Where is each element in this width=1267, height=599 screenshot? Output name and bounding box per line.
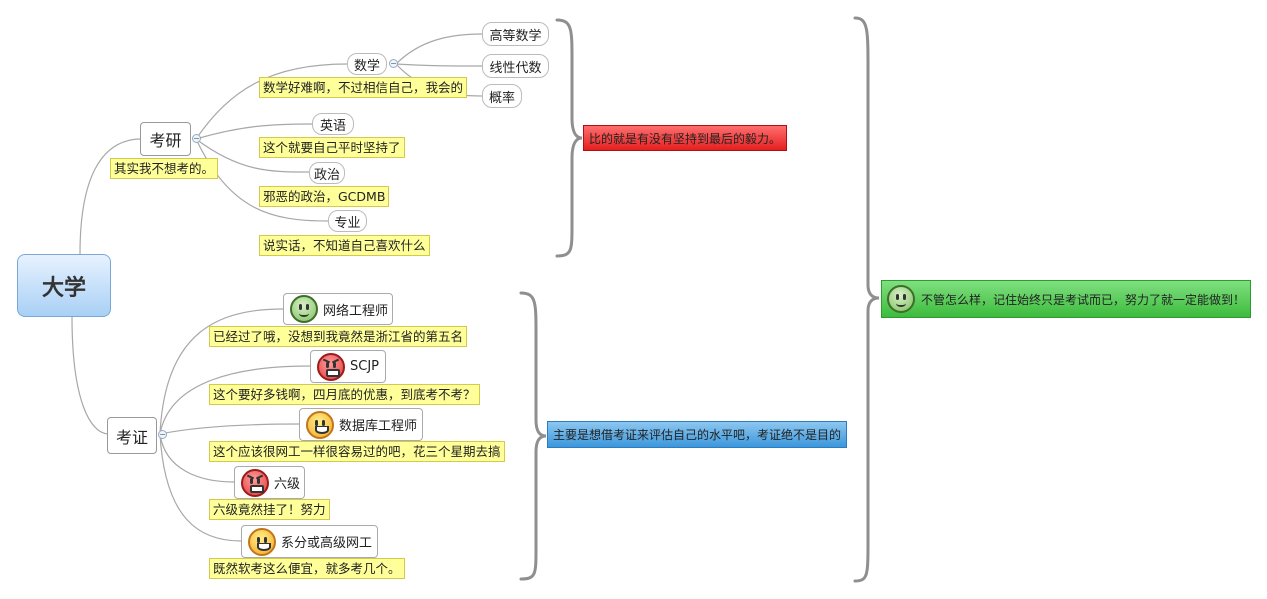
line-kaoyan-math [195,63,348,140]
line-kaozheng-scjp [159,365,311,435]
node-probability[interactable]: 概率 [482,84,522,108]
grin-face-icon [306,410,334,439]
note-english: 这个就要自己平时坚持了 [259,137,405,158]
branch-kaozheng[interactable]: 考证 [107,417,157,454]
node-linear-algebra[interactable]: 线性代数 [482,54,549,78]
node-label: 数据库工程师 [339,419,418,434]
angry-face-icon [317,352,345,381]
node-english[interactable]: 英语 [312,113,354,135]
summary-overall-text: 不管怎么样，记住始终只是考试而已，努力了就一定能做到！ [921,292,1246,307]
smile-face-icon [290,295,318,323]
note-network-engineer: 已经过了哦，没想到我竟然是浙江省的第五名 [209,326,468,347]
line-kaoyan-english [195,123,313,140]
line-kaozheng-db [159,423,300,435]
node-politics[interactable]: 政治 [309,162,345,184]
brace-overall [853,16,880,583]
summary-kaozheng[interactable]: 主要是想借考证来评估自己的水平吧，考证绝不是目的 [547,421,847,448]
node-cet6[interactable]: 六级 [234,466,305,499]
node-advanced-math[interactable]: 高等数学 [482,22,549,46]
collapse-toggle-math[interactable]: − [389,59,398,68]
node-label: SCJP [350,359,380,374]
node-senior-engineer[interactable]: 系分或高级网工 [241,525,378,558]
line-root-kaozheng [71,316,109,435]
line-kaozheng-adv [159,433,242,542]
line-kaozheng-cet6 [159,433,235,483]
note-senior-engineer: 既然软考这么便宜，就多考几个。 [209,558,405,579]
node-label: 系分或高级网工 [281,536,373,551]
brace-kaoyan [555,18,583,258]
collapse-toggle-kaoyan[interactable]: − [192,134,201,143]
node-database-engineer[interactable]: 数据库工程师 [299,408,423,441]
note-politics: 邪恶的政治，GCDMB [259,186,390,207]
note-major: 说实话，不知道自己喜欢什么 [259,235,430,256]
node-math[interactable]: 数学 [347,53,387,75]
brace-kaozheng [519,291,547,581]
node-scjp[interactable]: SCJP [310,350,386,383]
line-math-linear [395,63,483,67]
line-kaoyan-politics [195,138,310,173]
grin-face-icon [248,527,276,556]
node-label: 网络工程师 [323,303,389,319]
summary-kaoyan[interactable]: 比的就是有没有坚持到最后的毅力。 [583,125,787,151]
note-math: 数学好难啊，不过相信自己，我会的 [259,77,468,98]
angry-face-icon [241,468,269,497]
line-kaozheng-net [159,308,284,435]
smile-face-icon [887,285,915,313]
note-kaoyan: 其实我不想考的。 [110,158,219,179]
branch-kaoyan[interactable]: 考研 [140,122,191,156]
root-node[interactable]: 大学 [17,254,111,317]
line-root-kaoyan [79,138,141,255]
note-scjp: 这个要好多钱啊，四月底的优惠，到底考不考？ [209,384,480,405]
line-math-advanced [395,33,483,65]
node-major[interactable]: 专业 [328,210,367,232]
node-label: 六级 [274,477,301,492]
collapse-toggle-kaozheng[interactable]: − [158,430,167,439]
note-cet6: 六级竟然挂了！努力 [209,499,330,520]
summary-overall[interactable]: 不管怎么样，记住始终只是考试而已，努力了就一定能做到！ [881,280,1251,318]
node-network-engineer[interactable]: 网络工程师 [283,293,393,325]
note-database-engineer: 这个应该很网工一样很容易过的吧，花三个星期去搞 [209,441,505,462]
